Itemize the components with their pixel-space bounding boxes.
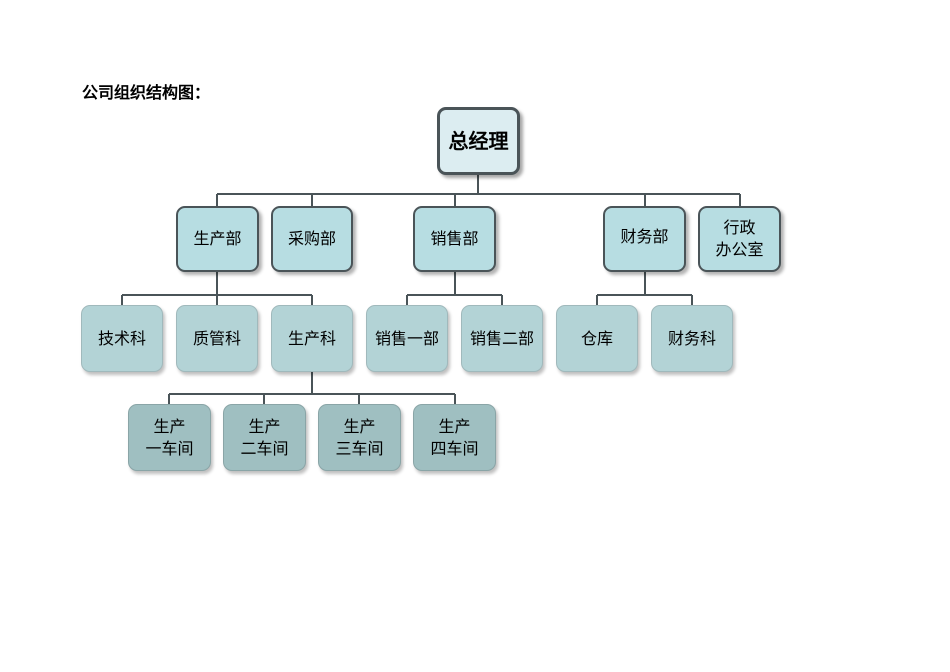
- node-accounting-section: 财务科: [651, 305, 733, 372]
- node-finance-dept: 财务部: [603, 206, 686, 272]
- node-production-dept: 生产部: [176, 206, 259, 272]
- node-production-section: 生产科: [271, 305, 353, 372]
- node-label: 仓库: [580, 328, 613, 348]
- node-label: 生产科: [287, 328, 336, 348]
- node-label-line2: 二车间: [240, 438, 289, 458]
- node-label-line2: 办公室: [715, 240, 764, 259]
- node-label-line1: 生产: [438, 416, 471, 436]
- node-workshop-3: 生产 三车间: [318, 404, 401, 471]
- node-label: 生产部: [193, 229, 242, 248]
- node-label: 财务部: [620, 227, 669, 246]
- node-label-line1: 生产: [343, 416, 376, 436]
- node-label: 销售二部: [469, 328, 534, 348]
- node-label-line1: 行政: [723, 218, 756, 237]
- node-general-manager: 总经理: [437, 107, 520, 175]
- node-workshop-2: 生产 二车间: [223, 404, 306, 471]
- node-label: 销售部: [430, 229, 479, 248]
- node-label-line2: 一车间: [145, 438, 194, 458]
- node-admin-office: 行政 办公室: [698, 206, 781, 272]
- node-quality-section: 质管科: [176, 305, 258, 372]
- node-label: 采购部: [287, 229, 336, 248]
- node-label-line1: 生产: [153, 416, 186, 436]
- page-title: 公司组织结构图：: [82, 83, 211, 102]
- node-workshop-1: 生产 一车间: [128, 404, 211, 471]
- node-sales-dept: 销售部: [413, 206, 496, 272]
- node-label: 总经理: [448, 129, 509, 153]
- node-label: 销售一部: [374, 328, 439, 348]
- node-label-line1: 生产: [248, 416, 281, 436]
- node-purchasing-dept: 采购部: [271, 206, 353, 272]
- node-label: 技术科: [97, 328, 146, 348]
- node-workshop-4: 生产 四车间: [413, 404, 496, 471]
- node-label-line2: 三车间: [335, 438, 384, 458]
- node-sales-dept-1: 销售一部: [366, 305, 448, 372]
- node-label-line2: 四车间: [430, 438, 479, 458]
- node-tech-section: 技术科: [81, 305, 163, 372]
- node-warehouse: 仓库: [556, 305, 638, 372]
- node-sales-dept-2: 销售二部: [461, 305, 543, 372]
- node-label: 财务科: [667, 328, 716, 348]
- node-label: 质管科: [192, 328, 241, 348]
